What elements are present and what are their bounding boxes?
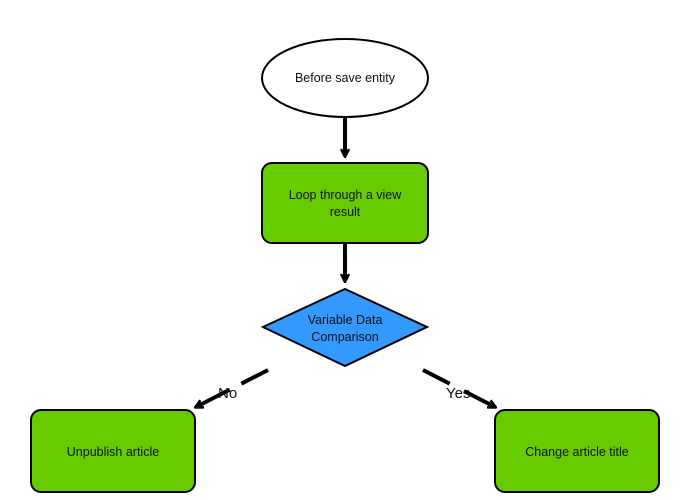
decision-node-label-line-1: Variable Data bbox=[308, 313, 383, 327]
loop-node-label-line-1: Loop through a view bbox=[289, 188, 403, 202]
decision-node-label-line-2: Comparison bbox=[311, 330, 378, 344]
change-title-node-label: Change article title bbox=[525, 445, 629, 459]
start-node bbox=[261, 38, 429, 118]
unpublish-node-label: Unpublish article bbox=[67, 445, 159, 459]
edge-label-no: No bbox=[218, 385, 237, 402]
edge-label-yes: Yes bbox=[446, 385, 470, 402]
change-title-node bbox=[494, 409, 660, 493]
loop-node bbox=[261, 162, 429, 244]
edge-decision-to-change-title bbox=[422, 368, 495, 409]
decision-node bbox=[260, 287, 430, 368]
loop-node-label-line-2: result bbox=[330, 205, 361, 219]
unpublish-node bbox=[30, 409, 196, 493]
edge-decision-to-unpublish bbox=[196, 368, 269, 409]
start-node-label: Before save entity bbox=[295, 71, 396, 85]
